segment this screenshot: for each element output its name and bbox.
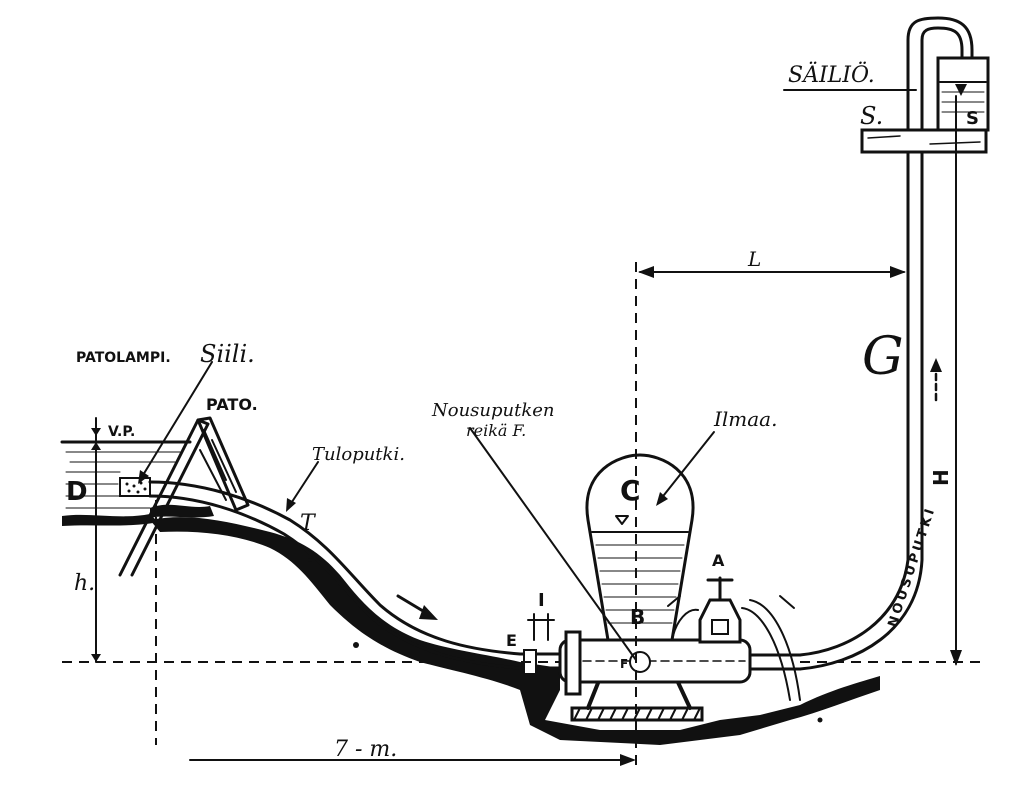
distance-dimension <box>189 754 636 766</box>
pond <box>60 440 192 526</box>
strainer-dots <box>125 481 147 494</box>
label-patolampi: PATOLAMPI. <box>76 350 171 366</box>
label-s-tank: S <box>966 108 979 129</box>
label-e: E <box>506 631 517 650</box>
label-d: D <box>66 477 88 507</box>
tuloputki-leader <box>287 461 319 509</box>
label-h-big: H <box>929 469 953 486</box>
label-siili: Siili. <box>200 340 255 368</box>
label-t: T <box>300 511 317 536</box>
l-dimension <box>638 266 906 278</box>
label-nousuputki: NOUSUPUTKI <box>886 505 939 630</box>
air-chamber <box>585 453 695 642</box>
nousuputken-leader <box>469 427 637 661</box>
water-hatching <box>65 451 181 509</box>
flow-arrow-icon <box>396 594 438 620</box>
label-reika-f: reikä F. <box>466 421 526 440</box>
h-dimension <box>950 95 962 666</box>
water-level-marker <box>91 417 101 663</box>
ilmaa-leader <box>659 431 715 501</box>
label-distance: 7 - m. <box>334 737 397 762</box>
ground-specks <box>308 558 823 723</box>
label-ilmaa: Ilmaa. <box>713 407 777 431</box>
label-c: C <box>620 474 641 507</box>
label-l: L <box>747 247 761 271</box>
label-s: S. <box>860 102 883 130</box>
delivery-pipe <box>798 16 974 671</box>
label-nousuputken: Nousuputken <box>431 400 555 421</box>
label-h-small: h. <box>74 571 95 596</box>
label-i: I <box>538 590 545 611</box>
label-sailio: SÄILIÖ. <box>788 61 875 88</box>
up-arrow-icon <box>930 358 942 402</box>
water-splash <box>667 595 801 701</box>
pond-bottom <box>62 514 158 526</box>
label-g: G <box>862 327 904 387</box>
waste-valve <box>698 576 742 644</box>
label-pato: PATO. <box>206 395 258 414</box>
label-f: F <box>620 657 628 671</box>
label-b: B <box>630 605 645 629</box>
supply-pipe <box>148 480 562 670</box>
siili-leader <box>139 361 213 481</box>
hydraulic-ram <box>558 628 802 722</box>
label-a: A <box>712 551 725 570</box>
label-vp: V.P. <box>108 424 135 440</box>
label-tuloputki: Tuloputki. <box>312 444 405 465</box>
